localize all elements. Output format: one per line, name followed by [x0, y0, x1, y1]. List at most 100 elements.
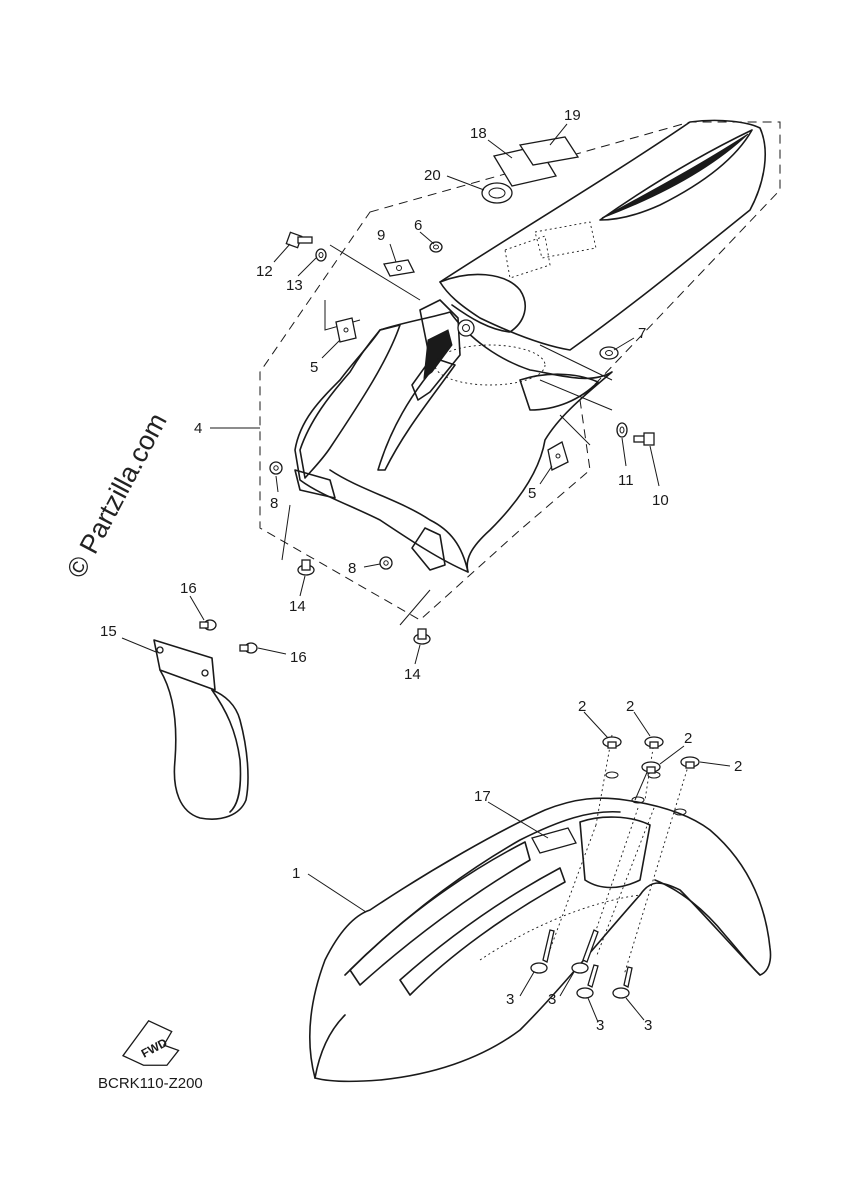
clip-nut-5a [335, 317, 357, 343]
leader-18 [487, 139, 513, 159]
leader-8a [275, 475, 279, 493]
front-fender-alignment-lines [547, 734, 691, 976]
mud-flap-plate [153, 639, 216, 691]
diagram-code: BCRK110-Z200 [98, 1075, 203, 1092]
rivet-2a [602, 736, 622, 749]
washer-11 [616, 422, 628, 438]
leader-1 [307, 873, 367, 913]
mud-flap-body [159, 669, 249, 820]
ref-line-14a [281, 504, 291, 561]
leader-14b [414, 644, 421, 665]
rear-fender-mount-left-shade [423, 329, 453, 380]
align-3b [596, 807, 655, 956]
front-fender-mount-boss [579, 816, 651, 889]
leader-10 [649, 445, 660, 487]
front-fender-stripe-outer [349, 841, 531, 986]
callout-3a: 3 [506, 991, 514, 1008]
rear-fender-wing [519, 373, 599, 411]
ref-line-14b [399, 589, 431, 626]
leader-2d [699, 761, 731, 767]
align-2c-lead [634, 769, 649, 801]
align-3d [623, 759, 691, 976]
leader-15 [121, 637, 157, 653]
callout-5b: 5 [528, 485, 536, 502]
rear-fender-tail-stripe [601, 133, 749, 219]
bolt-12 [285, 231, 313, 249]
callout-6: 6 [414, 217, 422, 234]
ref-line-11 [539, 379, 613, 411]
leader-5b [539, 465, 553, 485]
leader-7 [613, 337, 635, 351]
rivet-2d [680, 756, 700, 769]
callout-3d: 3 [644, 1017, 652, 1034]
front-fender-rear-flare [654, 879, 761, 976]
screw-16b [239, 642, 258, 654]
leader-16a [189, 595, 205, 621]
callout-19: 19 [564, 107, 581, 124]
leader-11 [621, 437, 627, 467]
callout-18: 18 [470, 125, 487, 142]
washer-13 [315, 248, 327, 262]
ref-line-7 [539, 344, 613, 381]
fwd-arrow-icon: FWD [122, 1020, 180, 1066]
callout-20: 20 [424, 167, 441, 184]
ref-line-5b [559, 414, 591, 446]
rear-fender-boundary [259, 121, 781, 621]
rear-fender-bracket-right [411, 527, 446, 571]
mud-flap-edge [211, 689, 242, 813]
leader-3d [625, 997, 645, 1021]
rear-fender-bracket-left [294, 469, 336, 499]
callout-13: 13 [286, 277, 303, 294]
callout-7: 7 [638, 325, 646, 342]
front-fender-nose [314, 1014, 346, 1079]
leader-9 [389, 243, 397, 263]
rear-fender-reference-lines [281, 244, 613, 626]
leader-2b [633, 711, 651, 737]
callout-11: 11 [618, 472, 634, 489]
callout-1: 1 [292, 865, 300, 882]
rear-fender-assembly [259, 119, 781, 621]
rear-fender-seat-hump [439, 273, 526, 333]
leader-3c [587, 997, 599, 1023]
leader-lines [121, 123, 731, 1023]
callout-16b: 16 [290, 649, 307, 666]
clip-nut-9 [383, 259, 415, 277]
rear-fender-tail [439, 119, 766, 351]
leader-6 [419, 231, 435, 245]
callout-labels: 19 18 20 6 9 12 13 5 7 4 5 11 10 8 8 14 … [100, 107, 742, 1034]
label-19 [518, 136, 580, 166]
callout-4: 4 [194, 420, 202, 437]
fender-hole-1 [605, 771, 619, 779]
callout-12: 12 [256, 263, 273, 280]
callout-15: 15 [100, 623, 117, 640]
bolt-14a [297, 559, 315, 576]
callout-14a: 14 [289, 598, 306, 615]
front-fender [309, 771, 772, 1083]
decal-guide-19 [534, 221, 597, 259]
mud-flap-hole-left [156, 646, 164, 654]
leader-14a [299, 575, 306, 597]
fender-hole-4 [673, 808, 687, 816]
leader-2a [583, 711, 609, 739]
mud-flap-hole-right [201, 669, 209, 677]
washer-8a [269, 461, 283, 475]
align-2a [595, 734, 613, 826]
rear-fender-body [294, 311, 613, 573]
nut-6 [429, 241, 443, 253]
callout-9: 9 [377, 227, 385, 244]
leader-5a [321, 339, 341, 359]
decal-guide-18 [504, 235, 551, 279]
callout-8b: 8 [348, 560, 356, 577]
rear-fender-grommet [457, 319, 475, 337]
front-fender-body [309, 797, 772, 1083]
emblem-20 [481, 182, 513, 204]
callout-3b: 3 [548, 991, 556, 1008]
align-3c [547, 824, 597, 956]
screw-3d [612, 966, 633, 999]
callout-14b: 14 [404, 666, 421, 683]
clip-nut-5b [547, 441, 569, 471]
fender-hole-2 [631, 796, 645, 804]
screw-3c [576, 964, 599, 999]
bolt-10 [633, 432, 655, 446]
